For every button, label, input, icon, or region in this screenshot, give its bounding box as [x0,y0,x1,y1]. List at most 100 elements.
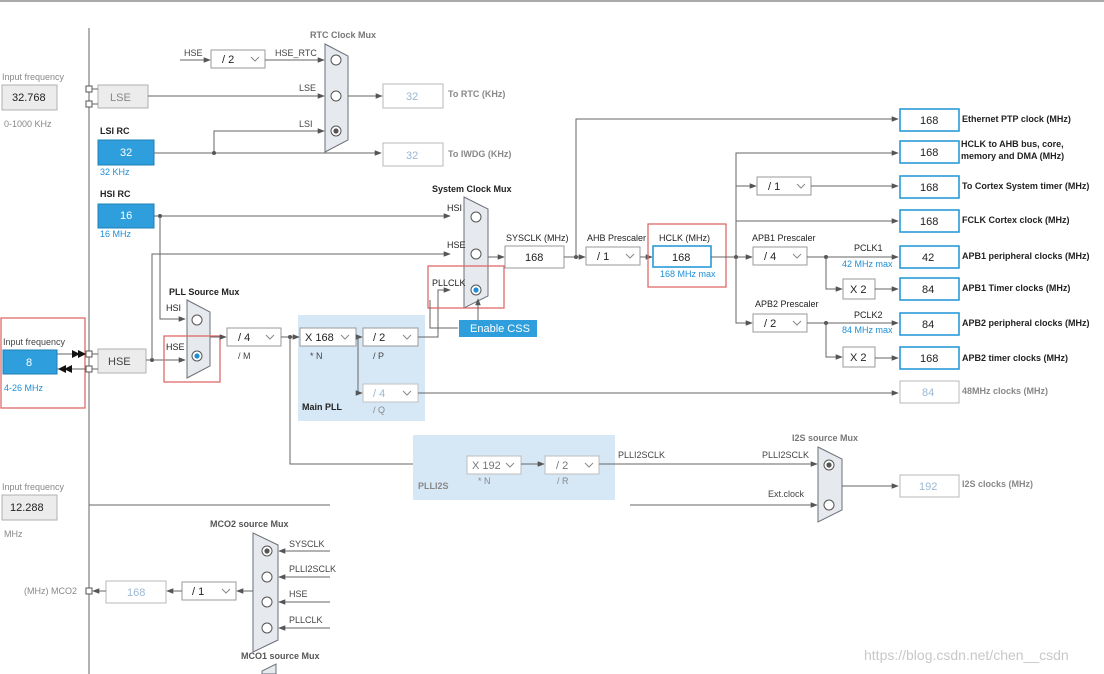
output-value: 84 [922,284,934,296]
lse-input-field[interactable] [1,84,58,111]
output-label: Ethernet PTP clock (MHz) [962,114,1071,124]
apb1-prescaler-value: / 4 [764,251,776,263]
output-hclk-ahb: 168 HCLK to AHB bus, core, memory and DM… [899,139,1065,164]
i2s-input-value: 12.288 [10,502,44,514]
rtc-hse-input-label: HSE [184,48,203,58]
lse-connector [85,85,93,93]
plli2s-n-multiplier[interactable] [466,455,522,475]
pll-q-divider[interactable] [362,383,419,403]
hse-oscillator[interactable] [97,348,147,374]
i2s-mux-ext-radio[interactable] [823,499,835,511]
pll-source-mux[interactable] [186,299,211,379]
rtc-lse-input-label: LSE [299,83,316,93]
apb1-prescaler-label: APB1 Prescaler [752,233,816,243]
rtc-mux-hse-radio[interactable] [330,54,342,66]
output-value: 168 [920,147,938,159]
ahb-prescaler-label: AHB Prescaler [587,233,646,243]
i2s-mux-in1-label: PLLI2SCLK [762,450,809,460]
lse-oscillator-label: LSE [110,92,131,104]
output-value-box[interactable] [899,108,960,132]
ahb-prescaler[interactable] [585,246,641,266]
sysclk-hsi-radio[interactable] [470,211,482,223]
sysclk-hsi-label: HSI [447,203,462,213]
apb2-prescaler-label: APB2 Prescaler [755,299,819,309]
plli2s-n-value: X 192 [472,460,501,472]
output-cortex-timer: 168 To Cortex System timer (MHz) [899,175,1089,199]
lsi-rc-freq: 32 KHz [100,167,130,177]
hclk-label: HCLK (MHz) [659,233,710,243]
enable-css-button[interactable] [459,320,537,337]
output-label: 48MHz clocks (MHz) [962,386,1048,396]
output-value-box[interactable] [899,380,960,404]
plli2s-r-divider[interactable] [544,455,600,475]
pclk2-label: PCLK2 [854,310,883,320]
iwdg-output-box [382,142,444,167]
pll-q-label: / Q [373,405,385,415]
mco2-pllclk-radio[interactable] [261,622,273,634]
output-apb1-timer: 84 APB1 Timer clocks (MHz) [899,277,1070,301]
cortex-timer-divider-value: / 1 [768,181,780,193]
mco2-hse-radio[interactable] [261,596,273,608]
hse-input-range: 4-26 MHz [4,383,44,393]
apb1-prescaler[interactable] [752,246,808,266]
pll-source-hsi-radio[interactable] [191,314,203,326]
system-clock-mux-title: System Clock Mux [432,184,512,194]
output-value-box[interactable] [899,346,960,370]
output-value-box[interactable] [899,474,960,498]
output-label: I2S clocks (MHz) [962,479,1033,489]
output-value: 84 [922,319,934,331]
mco2-label: (MHz) MCO2 [24,586,77,596]
output-value-box[interactable] [899,209,960,233]
pll-p-divider[interactable] [362,327,419,347]
pll-p-label: / P [373,351,384,361]
pclk1-max: 42 MHz max [842,259,893,269]
output-value-box[interactable] [899,277,960,301]
output-value: 168 [920,216,938,228]
mco2-source-mux[interactable] [252,532,279,653]
output-label: APB1 Timer clocks (MHz) [962,283,1070,293]
mco1-mux-title: MCO1 source Mux [241,651,320,661]
output-label: To Cortex System timer (MHz) [962,181,1089,191]
output-apb2-peripheral: 84 APB2 peripheral clocks (MHz) [899,312,1090,336]
i2s-input-field[interactable] [1,494,58,521]
output-value-box[interactable] [899,312,960,336]
lse-input-range: 0-1000 KHz [4,119,52,129]
output-apb2-timer: 168 APB2 timer clocks (MHz) [899,346,1068,370]
mco2-plli2sclk-radio[interactable] [261,571,273,583]
ahb-prescaler-value: / 1 [597,251,609,263]
lsi-rc-label: LSI RC [100,126,130,136]
output-value-box[interactable] [899,140,960,164]
iwdg-output-value: 32 [406,150,418,162]
output-value-box[interactable] [899,175,960,199]
sysclk-value: 168 [525,252,543,264]
hclk-value: 168 [672,252,690,264]
pll-m-divider[interactable] [226,327,282,347]
mco2-output-box[interactable] [105,580,167,604]
plli2s-r-label: / R [557,476,569,486]
mco1-source-mux[interactable] [261,663,277,674]
rtc-hse-divider[interactable] [210,49,266,69]
rtc-mux-lse-radio[interactable] [330,90,342,102]
plli2s-r-value: / 2 [556,460,568,472]
output-label: APB2 timer clocks (MHz) [962,353,1068,363]
lsi-rc-value: 32 [120,147,132,159]
output-48mhz: 84 48MHz clocks (MHz) [899,380,1048,404]
mco2-divider-value: / 1 [192,586,204,598]
output-value-box[interactable] [899,245,960,269]
hse-input-field[interactable] [2,349,58,375]
output-label: APB2 peripheral clocks (MHz) [962,318,1090,328]
sysclk-hse-label: HSE [447,240,466,250]
output-value: 168 [920,115,938,127]
pll-n-label: * N [310,351,323,361]
pll-source-hse-highlight [163,335,221,383]
hse-input-label: Input frequency [3,337,66,347]
plli2sclk-label: PLLI2SCLK [618,450,665,460]
watermark: https://blog.csdn.net/chen__csdn [864,647,1069,663]
sysclk-hse-radio[interactable] [470,248,482,260]
output-i2s: 192 I2S clocks (MHz) [899,474,1033,498]
plli2s-title: PLLI2S [418,481,449,491]
pclk1-label: PCLK1 [854,243,883,253]
i2s-source-mux[interactable] [817,446,843,523]
output-label: HCLK to AHB bus, core, memory and DMA (M… [961,139,1065,161]
rtc-output-value: 32 [406,91,418,103]
